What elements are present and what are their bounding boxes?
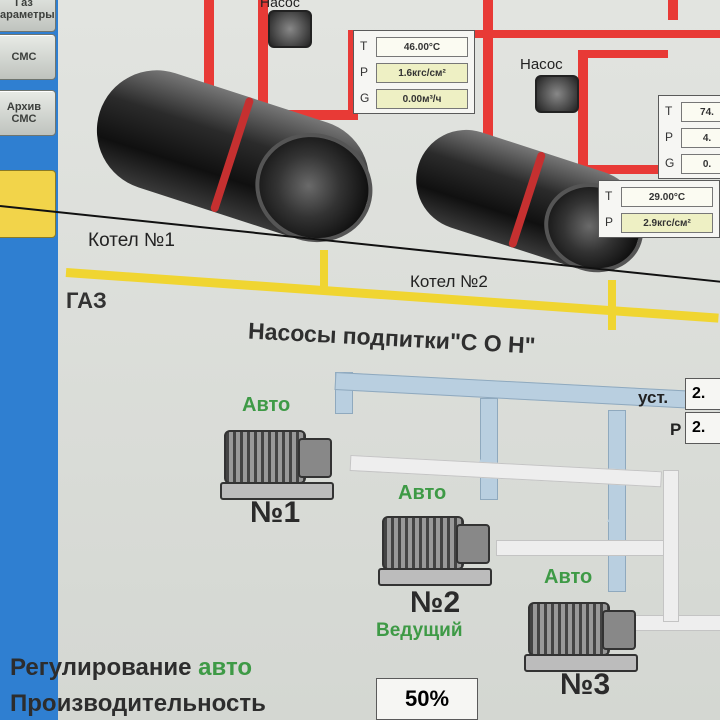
param-key-g: G	[665, 156, 675, 170]
sidebar-button-sms[interactable]: СМС	[0, 34, 56, 80]
boiler-1-label: Котел №1	[88, 230, 175, 251]
hot-pipe	[668, 0, 678, 20]
hot-pipe	[258, 0, 268, 120]
pump-3-number: №3	[560, 668, 611, 701]
circulation-pump-icon[interactable]	[535, 75, 579, 113]
pump-label: Насос	[520, 56, 563, 73]
sidebar: Газ параметры СМС Архив СМС	[0, 0, 58, 720]
capacity-label: Производительность	[10, 690, 266, 717]
pump-3-mode[interactable]: Авто	[544, 566, 593, 588]
sidebar-button-sms-archive[interactable]: Архив СМС	[0, 90, 56, 136]
temperature-value: 46.00°C	[376, 37, 468, 57]
makeup-pipe	[608, 410, 626, 592]
hot-pipe	[578, 50, 588, 180]
boiler-2-label: Котел №2	[410, 272, 488, 291]
pump-label: Насос	[260, 0, 300, 10]
flow-value: 0.	[681, 154, 720, 174]
regulation-mode[interactable]: авто	[198, 654, 253, 681]
pump-1-number: №1	[250, 496, 301, 529]
gas-pipe	[320, 250, 328, 290]
setpoint-label: уст.	[638, 388, 669, 407]
param-key-p: P	[665, 130, 674, 144]
param-key-t: T	[360, 39, 368, 53]
sidebar-button-gas-params[interactable]: Газ параметры	[0, 0, 56, 32]
makeup-title: Насосы подпитки"С О Н"	[247, 317, 537, 359]
sidebar-button-label: Газ параметры	[0, 0, 55, 21]
pump-1-mode[interactable]: Авто	[242, 394, 291, 416]
makeup-pump-2-icon[interactable]	[378, 506, 492, 588]
pump-2-number: №2	[410, 586, 461, 619]
pressure-value: 2.9кгс/см²	[621, 213, 713, 233]
flow-arrow-icon	[607, 508, 625, 522]
pump-2-role: Ведущий	[376, 620, 463, 641]
regulation-label: Регулирование авто	[10, 654, 252, 682]
setpoint-value[interactable]: 2.	[685, 378, 720, 410]
hot-pipe	[518, 165, 720, 174]
gas-pipe	[608, 280, 616, 330]
hot-pipe	[348, 30, 720, 38]
param-key-g: G	[360, 91, 370, 105]
pressure-label: P	[670, 420, 682, 439]
pressure-value: 2.	[685, 412, 720, 444]
gas-label: ГАЗ	[66, 288, 107, 313]
param-key-t: T	[605, 189, 613, 203]
temperature-value: 29.00°C	[621, 187, 713, 207]
pressure-value: 1.6кгс/см²	[376, 63, 468, 83]
return-line-params: T 29.00°C P 2.9кгс/см²	[598, 180, 720, 238]
return-pipe	[663, 470, 679, 622]
temperature-value: 74.	[681, 102, 720, 122]
circulation-pump-icon[interactable]	[268, 10, 312, 48]
return-pipe	[496, 540, 673, 556]
flow-value: 0.00м³/ч	[376, 89, 468, 109]
hot-pipe	[204, 0, 214, 130]
capacity-value[interactable]: 50%	[376, 678, 478, 720]
gas-pipe	[65, 268, 719, 323]
param-key-p: P	[360, 65, 369, 79]
main-panel: Насос Насос Котел №1 Котел №2 T 46.00°C …	[10, 0, 720, 720]
pressure-value: 4.	[681, 128, 720, 148]
sidebar-button-label: СМС	[11, 51, 37, 63]
makeup-pump-1-icon[interactable]	[220, 420, 334, 502]
param-key-t: T	[665, 104, 673, 118]
boiler-2-params: T 74. P 4. G 0.	[658, 95, 720, 179]
sidebar-button-label: Архив СМС	[6, 101, 42, 125]
makeup-pump-3-icon[interactable]	[524, 592, 638, 674]
regulation-label-text: Регулирование	[10, 654, 192, 681]
flow-arrow-icon	[479, 448, 497, 462]
boiler-1-params: T 46.00°C P 1.6кгс/см² G 0.00м³/ч	[353, 30, 475, 114]
boiler-1-icon[interactable]	[81, 54, 387, 258]
hot-pipe	[588, 50, 668, 58]
hot-pipe	[483, 0, 493, 200]
sidebar-alarm-indicator[interactable]	[0, 170, 56, 238]
pump-2-mode[interactable]: Авто	[398, 482, 447, 504]
param-key-p: P	[605, 215, 614, 229]
